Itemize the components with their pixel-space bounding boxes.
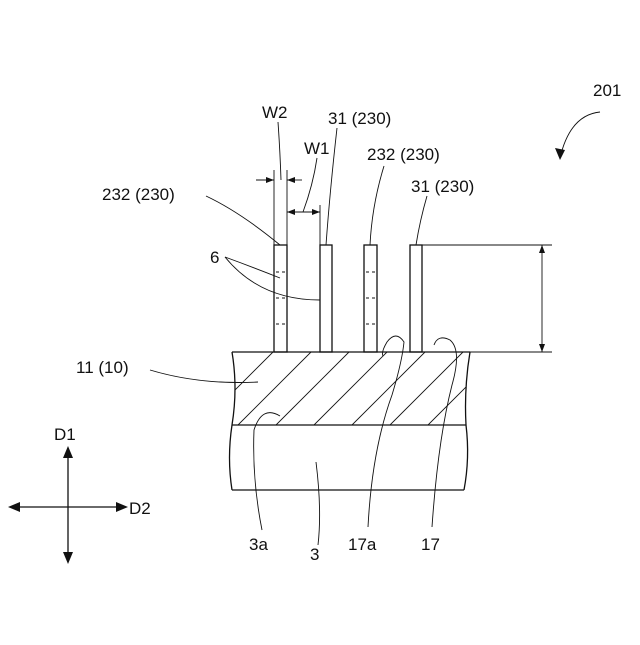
leader-17 [432, 338, 457, 527]
ref-201-arrow [560, 112, 600, 158]
leader-6-b [225, 257, 320, 300]
pillar-232-left [274, 245, 287, 352]
substrate-3-right-break [464, 425, 468, 490]
leader-31-right [416, 196, 427, 245]
w2-dimension [256, 122, 302, 245]
label-201: 201 [593, 81, 621, 100]
pillar-31-left [320, 245, 332, 352]
leader-3 [316, 462, 320, 545]
label-232-right: 232 (230) [367, 145, 440, 164]
label-17: 17 [421, 535, 440, 554]
label-31-top: 31 (230) [328, 109, 391, 128]
label-d1: D1 [54, 425, 76, 444]
label-17a: 17a [348, 535, 377, 554]
layer-11-hatching [200, 352, 501, 425]
direction-indicator [8, 446, 128, 564]
label-w2: W2 [262, 103, 288, 122]
label-11: 11 (10) [76, 358, 129, 377]
h-dimension [422, 245, 552, 352]
ref-201-arrowhead [555, 148, 565, 160]
leader-6-a [225, 257, 280, 278]
label-3a: 3a [249, 535, 268, 554]
layer-11-left-break [232, 352, 235, 425]
leader-232-left [206, 196, 280, 245]
label-232-left: 232 (230) [102, 185, 175, 204]
pillar-232-right [364, 245, 377, 352]
substrate-3-left-break [230, 425, 233, 490]
label-6: 6 [210, 248, 219, 267]
w1-dimension [287, 158, 320, 245]
leader-3a [254, 413, 280, 530]
label-31-right: 31 (230) [411, 177, 474, 196]
label-3: 3 [310, 545, 319, 564]
leader-11 [150, 370, 258, 383]
label-d2: D2 [129, 499, 151, 518]
leader-17a [368, 336, 404, 527]
layer-11-right-break [466, 352, 471, 425]
pillar-31-right [410, 245, 422, 352]
leader-232-right [370, 166, 384, 245]
label-w1: W1 [304, 139, 330, 158]
